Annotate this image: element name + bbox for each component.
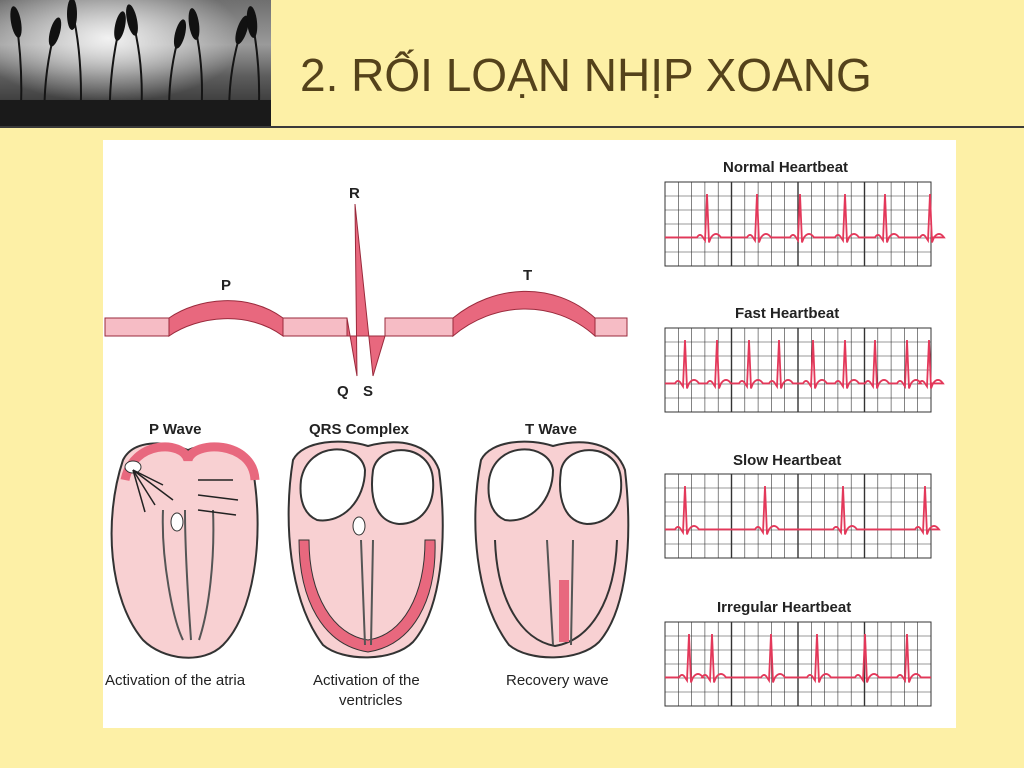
pqrst-waveform: P R T Q S bbox=[104, 185, 628, 400]
heart-diagram-t-wave bbox=[474, 440, 630, 659]
t-label: T bbox=[523, 267, 532, 284]
slow-heartbeat-title: Slow Heartbeat bbox=[733, 452, 841, 469]
slow-heartbeat-strip-trace bbox=[665, 485, 941, 536]
r-label: R bbox=[349, 185, 360, 202]
p-wave-caption: Activation of the atria bbox=[105, 672, 246, 689]
p-wave-heading: P Wave bbox=[149, 421, 202, 438]
qrs-caption-line2: ventricles bbox=[339, 692, 402, 709]
wheat-field-photo bbox=[0, 0, 271, 128]
ecg-illustration: P R T Q S P Wave QRS Complex T Wave bbox=[104, 159, 946, 709]
irregular-heartbeat-title: Irregular Heartbeat bbox=[717, 599, 851, 616]
slide-title: 2. RỐI LOẠN NHỊP XOANG bbox=[300, 49, 872, 101]
q-label: Q bbox=[337, 383, 349, 400]
header-band bbox=[271, 0, 1024, 128]
t-wave-heading: T Wave bbox=[525, 421, 577, 438]
ecg-illustration-panel: P R T Q S P Wave QRS Complex T Wave bbox=[103, 140, 956, 728]
irregular-heartbeat-strip bbox=[664, 621, 932, 707]
normal-heartbeat-strip-trace bbox=[665, 193, 946, 244]
fast-heartbeat-title: Fast Heartbeat bbox=[735, 305, 839, 322]
p-label: P bbox=[221, 277, 231, 294]
heart-diagram-p-wave bbox=[110, 442, 260, 659]
header-divider bbox=[0, 126, 1024, 128]
s-label: S bbox=[363, 383, 373, 400]
qrs-complex-heading: QRS Complex bbox=[309, 421, 410, 438]
ecg-strips: Normal Heartbeat Fast Heartbeat Slow Hea… bbox=[664, 159, 946, 707]
heart-diagram-qrs-complex bbox=[287, 440, 444, 659]
fast-heartbeat-strip bbox=[664, 327, 945, 413]
t-wave-caption: Recovery wave bbox=[506, 672, 609, 689]
slow-heartbeat-strip bbox=[664, 473, 941, 559]
qrs-caption-line1: Activation of the bbox=[313, 672, 420, 689]
normal-heartbeat-strip bbox=[664, 181, 946, 267]
fast-heartbeat-strip-trace bbox=[665, 339, 945, 390]
irregular-heartbeat-strip-trace bbox=[665, 633, 931, 684]
normal-heartbeat-title: Normal Heartbeat bbox=[723, 159, 848, 176]
